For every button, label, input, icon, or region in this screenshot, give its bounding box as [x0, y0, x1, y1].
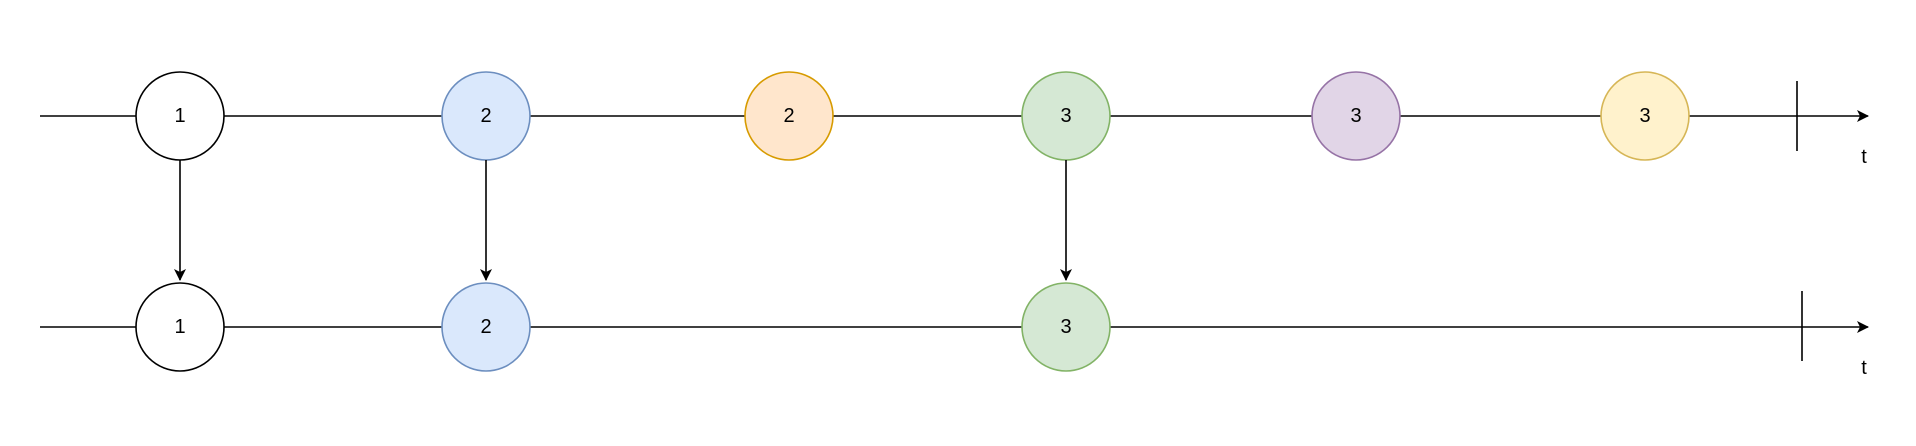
result-marble-1: 1: [135, 282, 225, 372]
marble-label: 3: [1639, 105, 1650, 127]
marble-label: 3: [1350, 105, 1361, 127]
marble-label: 2: [783, 105, 794, 127]
marble-circle: [1021, 282, 1111, 372]
result-time-label: t: [1861, 357, 1867, 379]
result-marble-2: 2: [441, 282, 531, 372]
marble-circle: [1311, 71, 1401, 161]
marble-circle: [441, 282, 531, 372]
marble-label: 1: [174, 105, 185, 127]
marble-circle: [744, 71, 834, 161]
marble-label: 2: [480, 105, 491, 127]
source-marble-3: 2: [744, 71, 834, 161]
source-marble-1: 1: [135, 71, 225, 161]
source-marble-2: 2: [441, 71, 531, 161]
source-timeline: t 1 2 2 3 3 3: [40, 71, 1869, 168]
source-marble-4: 3: [1021, 71, 1111, 161]
marble-circle: [1600, 71, 1690, 161]
marble-label: 3: [1060, 316, 1071, 338]
pass-through-connectors: [174, 160, 1072, 281]
marble-label: 2: [480, 316, 491, 338]
marble-label: 3: [1060, 105, 1071, 127]
result-timeline: t 1 2 3: [40, 282, 1869, 379]
source-time-label: t: [1861, 146, 1867, 168]
source-marble-6: 3: [1600, 71, 1690, 161]
marble-label: 1: [174, 316, 185, 338]
source-marble-5: 3: [1311, 71, 1401, 161]
marble-circle: [135, 282, 225, 372]
result-marble-3: 3: [1021, 282, 1111, 372]
